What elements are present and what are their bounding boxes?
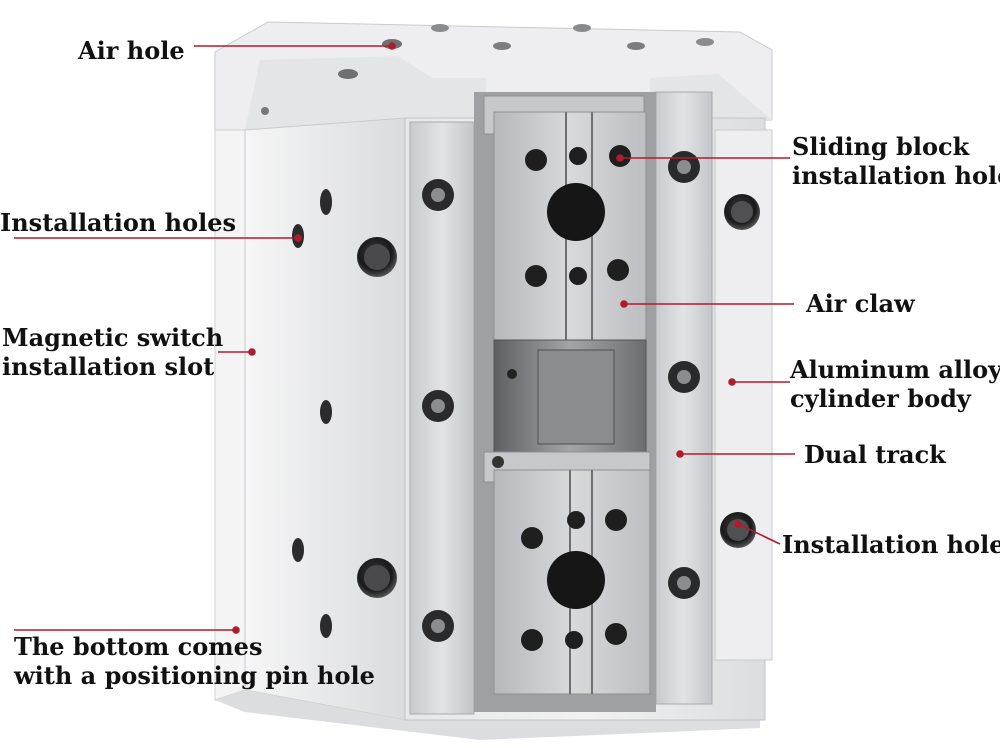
label-installation-holes: Installation holes [0, 208, 236, 237]
label-cylinder-body: Aluminum alloy cylinder body [790, 355, 1000, 413]
label-air-hole: Air hole [78, 36, 185, 65]
label-installation-hole: Installation hole [782, 530, 1000, 559]
lower-sliding-block [483, 451, 651, 695]
right-rail [655, 91, 713, 705]
label-air-claw: Air claw [806, 289, 915, 318]
leader-installation-hole [737, 523, 781, 545]
label-dual-track: Dual track [804, 440, 946, 469]
label-sliding-block-hole: Sliding block installation hole [792, 132, 1000, 190]
upper-sliding-block [483, 95, 647, 341]
label-positioning-pin-hole: The bottom comes with a positioning pin … [14, 632, 375, 690]
label-magnetic-switch-slot: Magnetic switch installation slot [2, 323, 224, 381]
